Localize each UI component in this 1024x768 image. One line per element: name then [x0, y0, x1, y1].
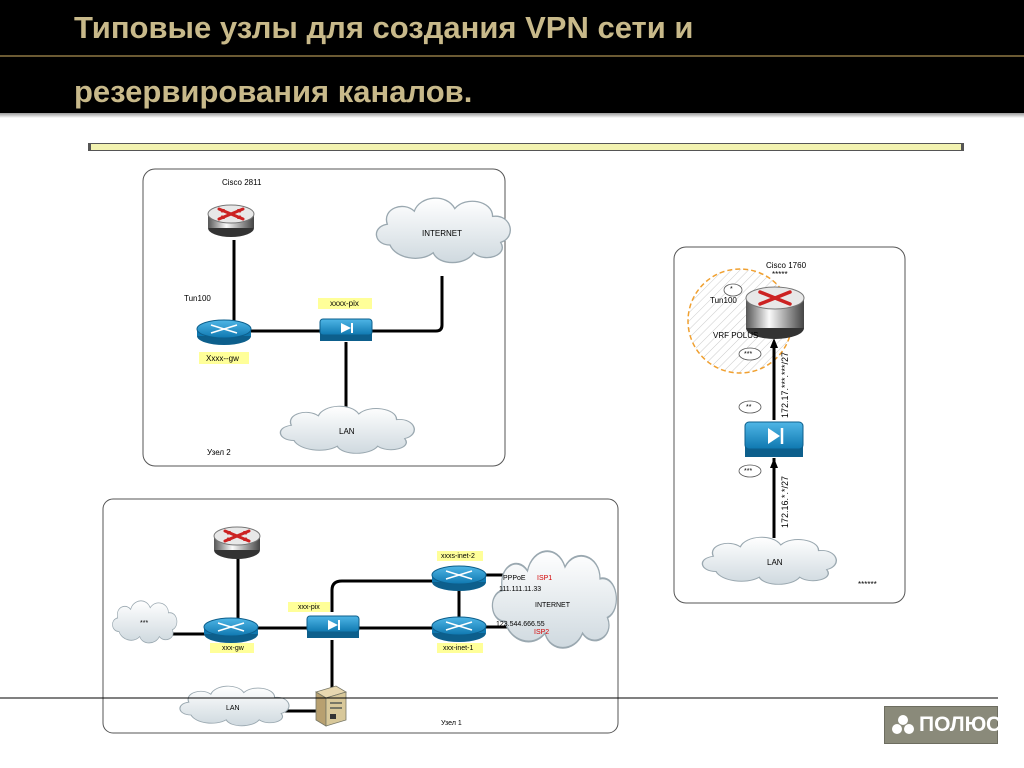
isp2-label: ISP2	[534, 629, 549, 636]
tun100-label: Tun100	[184, 294, 211, 303]
tun-stars: *	[730, 286, 733, 293]
bubble-1-text: ***	[744, 351, 752, 358]
polus-logo: ПОЛЮС	[884, 706, 1002, 744]
cisco-1760-router-icon[interactable]	[745, 286, 805, 339]
lan-cloud-label: LAN	[226, 705, 240, 712]
router-icon[interactable]	[212, 525, 262, 561]
subnet-1-label: 172.17.***.***/27	[780, 352, 790, 418]
pix-label-box	[318, 298, 372, 309]
pix-firewall-icon[interactable]	[306, 615, 360, 639]
logo-text: ПОЛЮС	[919, 713, 1002, 736]
node-1-group: *** xxx-gw xxx-pix xxxs-inet-2 xxx-inet-…	[102, 498, 619, 734]
inet2-label: xxxs-inet-2	[441, 553, 475, 560]
gw-router-icon[interactable]	[203, 617, 259, 644]
inet1-router-icon[interactable]	[431, 616, 487, 643]
internet-cloud-label: INTERNET	[535, 602, 571, 609]
node-2-group: Cisco 2811 INTERNET Tun100 Xxxx--gw xxxx…	[142, 168, 511, 467]
pix-label: xxxx-pix	[330, 299, 359, 308]
arrow-up-icon	[770, 458, 778, 468]
tun100-label: Tun100	[710, 296, 737, 305]
gw-router-icon[interactable]	[196, 319, 252, 346]
title-bar: Типовые узлы для создания VPN сети и рез…	[0, 0, 1024, 113]
cisco-1760-label: Cisco 1760	[766, 261, 807, 270]
inet2-router-icon[interactable]	[431, 565, 487, 592]
pix-label: xxx-pix	[298, 604, 320, 611]
node-2-label: Узел 2	[207, 448, 231, 457]
pix-firewall-icon[interactable]	[744, 421, 804, 457]
gw-label-box	[199, 352, 249, 364]
bottom-stars: ******	[858, 580, 877, 589]
inet1-label-box	[437, 643, 483, 653]
accent-bar	[88, 143, 964, 151]
slide-title-line-2: резервирования каналов.	[74, 74, 473, 109]
gw-label: xxx-gw	[222, 645, 245, 652]
bubble-2-text: **	[746, 404, 752, 411]
pix-label-box	[288, 602, 330, 612]
cisco-2811-router-icon[interactable]	[206, 203, 256, 239]
node-1-label: Узел 1	[441, 720, 462, 727]
server-icon[interactable]	[315, 685, 347, 727]
subnet-2-label: 172.16.*.*/27	[780, 476, 790, 528]
ip2-label: 123.544.666.55	[496, 621, 545, 628]
bubble-1	[738, 347, 762, 361]
remote-cloud-label: ***	[140, 620, 148, 627]
isp1-label: ISP1	[537, 575, 552, 582]
link-pix-internet	[372, 276, 444, 333]
lan-cloud-label: LAN	[767, 558, 783, 567]
inet1-label: xxx-inet-1	[443, 645, 473, 652]
link-pix-inet2	[330, 579, 436, 612]
bubble-3	[738, 464, 762, 478]
cisco-2811-label: Cisco 2811	[222, 178, 262, 187]
bubble-2	[738, 400, 762, 414]
slide-title-line-1: Типовые узлы для создания VPN сети и	[74, 10, 694, 45]
pppoe-label: PPPoE	[503, 575, 526, 582]
title-shadow	[0, 113, 1024, 118]
bubble-3-text: ***	[744, 468, 752, 475]
gw-label-box	[210, 643, 254, 653]
polus-emblem-icon	[892, 715, 914, 734]
pix-firewall-icon[interactable]	[319, 318, 373, 342]
internet-cloud-label: INTERNET	[422, 229, 462, 238]
inet2-label-box	[437, 551, 483, 561]
cisco-1760-stars: *****	[772, 270, 788, 279]
arrow-up-icon	[770, 338, 778, 348]
tun-bubble	[723, 283, 743, 297]
ip1-label: 111.111.11.33	[499, 586, 541, 593]
gw-label: Xxxx--gw	[206, 354, 239, 363]
vrf-polus-label: VRF POLUS	[713, 331, 758, 340]
lan-cloud-label: LAN	[339, 427, 355, 436]
title-separator	[0, 55, 1024, 57]
node-3-group: Cisco 1760 ***** * Tun100 VRF POLUS *** …	[673, 246, 906, 604]
